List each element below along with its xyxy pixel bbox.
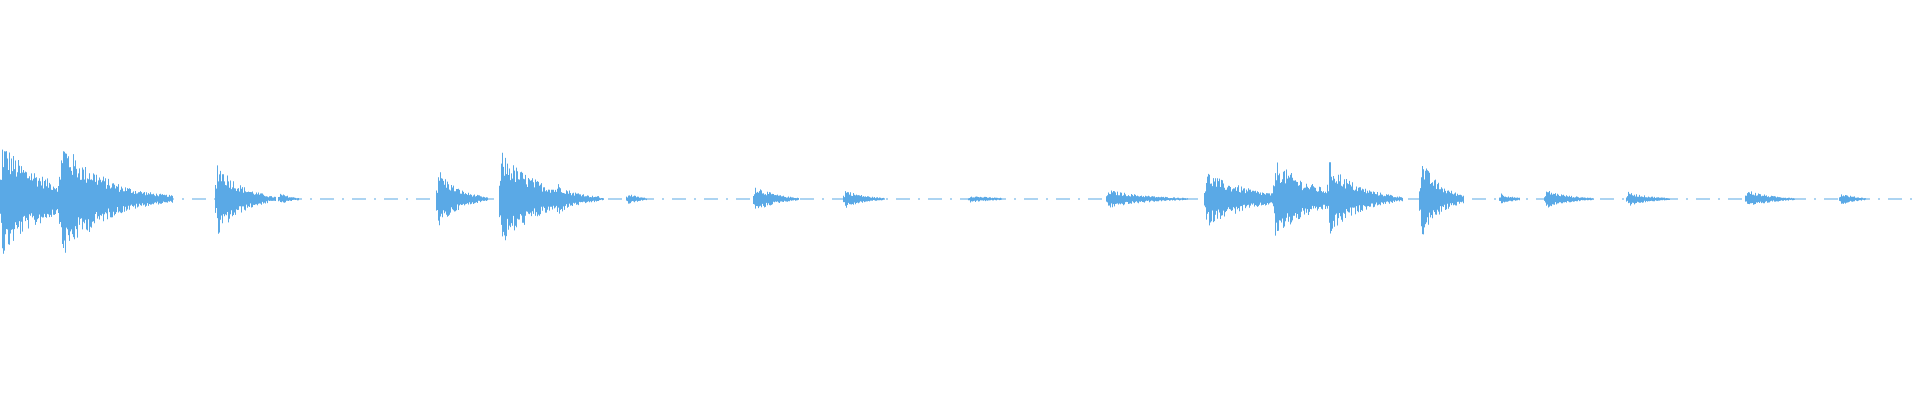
waveform-amplitude-path: [0, 149, 1866, 254]
waveform-samples: [0, 149, 1866, 254]
